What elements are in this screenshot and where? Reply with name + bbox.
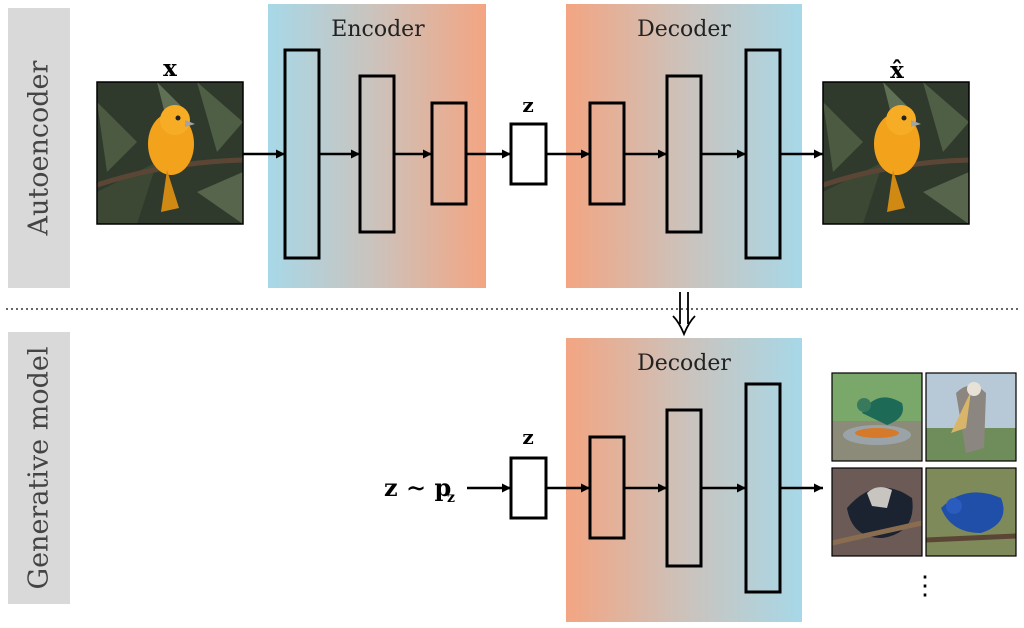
- generated-sample-image: [925, 372, 1017, 462]
- generated-sample-image: [926, 468, 1016, 556]
- input-label: x: [163, 55, 177, 82]
- double-arrow-down-icon: [672, 292, 696, 337]
- encoder-background: [268, 4, 486, 288]
- continuation-dots: ⋮: [912, 571, 938, 601]
- autoencoder-panel-label: Autoencoder: [8, 8, 70, 288]
- generated-samples-grid: [831, 372, 1017, 556]
- decoder-background: [566, 4, 802, 288]
- reconstructed-image: [823, 82, 969, 224]
- input-image: [97, 82, 243, 224]
- generated-sample-image: [831, 372, 923, 462]
- latent-label: z: [522, 93, 533, 117]
- generative-latent-label: z: [522, 425, 533, 449]
- generative-decoder-title: Decoder: [637, 351, 731, 376]
- generated-sample-image: [832, 468, 922, 556]
- generative-latent-box: [509, 456, 548, 520]
- generative-panel-label: Generative model: [8, 332, 70, 604]
- encoder-title: Encoder: [331, 17, 425, 42]
- decoder-title: Decoder: [637, 17, 731, 42]
- sampling-subscript: z: [447, 490, 455, 506]
- generative-decoder-background: [566, 338, 802, 622]
- svg-text:z ∼ p: z ∼ p: [384, 473, 451, 502]
- sampling-label: z ∼ p z: [384, 473, 455, 506]
- sampling-z: z ∼ p: [384, 473, 451, 502]
- output-label: x̂: [890, 57, 904, 84]
- latent-code-box: [509, 122, 548, 186]
